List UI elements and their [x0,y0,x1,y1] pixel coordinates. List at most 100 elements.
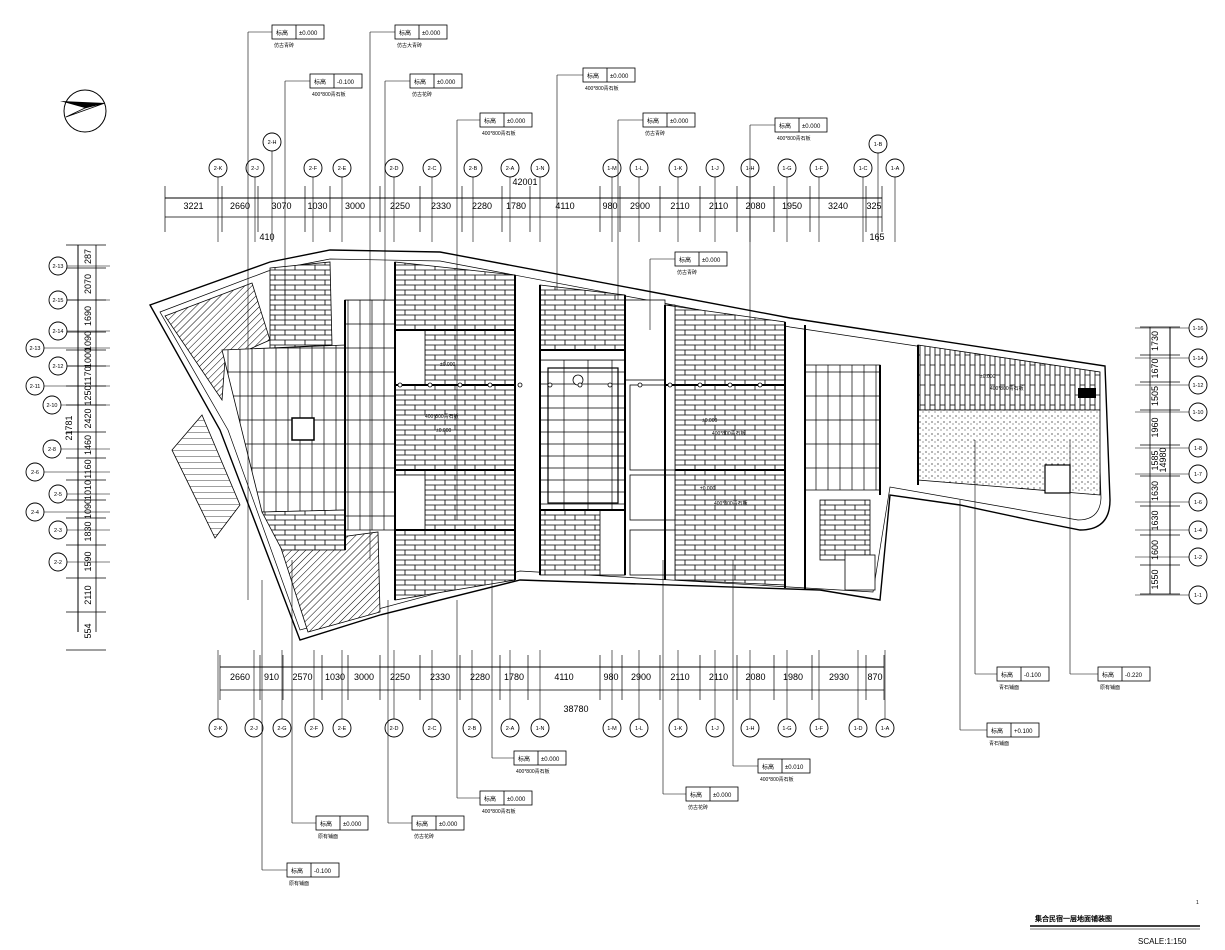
top-axis-bubble: 1-G [782,166,791,172]
bottom-dim-total: 38780 [563,704,588,714]
bottom-dim-value: 1030 [325,672,345,682]
elevation-tag-label: 标高 [314,78,326,86]
room-label: 400*800青石板 [425,413,459,420]
bottom-dim-value: 2110 [709,672,728,682]
bottom-axis-bubble: 2-B [468,726,477,732]
bottom-dim-value: 4110 [554,672,573,682]
right-dim-value: 1600 [1150,540,1160,560]
bottom-axis-bubble: 1-J [711,726,719,732]
right-axis-bubble: 1-10 [1192,410,1203,416]
elevation-tag-value: ±0.000 [702,258,721,264]
left-dim-value: 554 [83,623,93,638]
left-dim-total: 21781 [64,415,74,440]
elevation-tag-value: ±0.010 [785,765,804,771]
bottom-axis-bubble: 1-L [635,726,643,732]
left-dim-value: 1010 [83,480,93,500]
room-label: 400*800青石板 [712,430,746,437]
elevation-tag-label: 标高 [762,763,774,771]
right-dim-value: 1960 [1150,417,1160,437]
right-axis-bubble: 1-7 [1194,472,1202,478]
bottom-dim-value: 910 [264,672,279,682]
bottom-dim-value: 2930 [829,672,849,682]
column-dot [457,382,463,388]
bottom-axis-bubble: 2-K [214,726,223,732]
left-axis-bubble: 2-15 [52,298,63,304]
drawing-title: 集合民宿一层地面铺装图 [1034,914,1112,923]
elevation-tag-box [582,67,636,83]
top-dim-value: 2900 [630,201,650,211]
elevation-tag-box [411,815,465,831]
top-dim-extra: 410 [259,232,274,242]
left-dim-value: 1830 [83,521,93,541]
column-dot [697,382,703,388]
right-axis-bubble: 1-8 [1194,446,1202,452]
bottom-axis-bubble: 1-N [536,726,545,732]
left-dim-value: 1170 [83,366,93,385]
elevation-leader [456,600,480,799]
elevation-tag-note: 仿古青砖 [274,42,294,49]
right-axis-bubble: 1-2 [1194,555,1202,561]
column-dot [547,382,553,388]
left-axis-bubble: 2-6 [31,470,39,476]
elevation-tag-label: 标高 [1102,671,1114,679]
bottom-axis-bubble: 1-K [674,726,683,732]
north-arrow-icon [60,89,107,133]
elevation-tag-note: 400*800青石板 [760,776,794,783]
top-axis-bubble: 2-D [390,166,399,172]
bottom-axis-bubble: 2-E [338,726,347,732]
left-dim-value: 1160 [83,459,93,478]
room-east-brick [664,304,786,586]
top-axis-bubble: 2-E [338,166,347,172]
elevation-tag-box [394,24,448,40]
elevation-tag-label: 标高 [320,820,332,828]
elevation-tag-label: 标高 [647,117,659,125]
column-dot [757,382,763,388]
elevation-tag-box [674,251,728,267]
bottom-dim-value: 2570 [292,672,312,682]
elevation-tag-box [513,750,567,766]
elevation-tag-note: 仿古大青砖 [397,42,422,49]
elevation-leader [732,560,758,767]
elevation-tag-value: ±0.000 [670,119,689,125]
bottom-axis-bubble: 1-F [815,726,824,732]
left-dim-value: 1090 [83,499,93,519]
plan-geometry: ±0.000400*800青石板±0.000±0.000400*800青石板±0… [148,249,1111,641]
room-blank-3 [624,299,666,381]
elevation-tag-box [315,815,369,831]
elevation-leader [384,80,410,300]
top-axis-bubble: 2-H [268,140,277,146]
right-dim-value: 1630 [1150,510,1160,530]
elevation-leader [649,258,675,330]
room-blank-1 [394,329,426,386]
top-dim-value: 2330 [431,201,451,211]
top-axis-bubble: 2-C [428,166,437,172]
top-dim-value: 2660 [230,201,250,211]
right-dim-value: 1730 [1150,331,1160,351]
right-dim-value: 1550 [1150,569,1160,589]
top-dim-value: 1780 [506,201,526,211]
top-axis-bubble: 2-K [214,166,223,172]
bottom-dim-value: 1980 [783,672,803,682]
left-axis-bubble: 2-2 [54,560,62,566]
bottom-axis-bubble: 2-D [390,726,399,732]
elevation-tag-label: 标高 [291,867,303,875]
elevation-leader [617,119,643,300]
room-e-slab [804,364,881,491]
room-label: ±0.000 [700,486,715,492]
room-label: ±0.000 [436,428,451,434]
room-ne-brick [917,344,1101,411]
elevation-tag-value: ±0.000 [507,797,526,803]
room-blank-5 [629,529,676,576]
right-dim-value: 1505 [1150,386,1160,406]
right-axis-bubble: 1-4 [1194,528,1202,534]
left-dim-value: 287 [83,249,93,264]
courtyard-frame [547,367,619,504]
bottom-dim-value: 2080 [745,672,765,682]
elevation-tag-value: ±0.000 [343,822,362,828]
building-outline [148,249,1111,641]
top-dim-value: 1030 [307,201,327,211]
top-dim-value: 2280 [472,201,492,211]
